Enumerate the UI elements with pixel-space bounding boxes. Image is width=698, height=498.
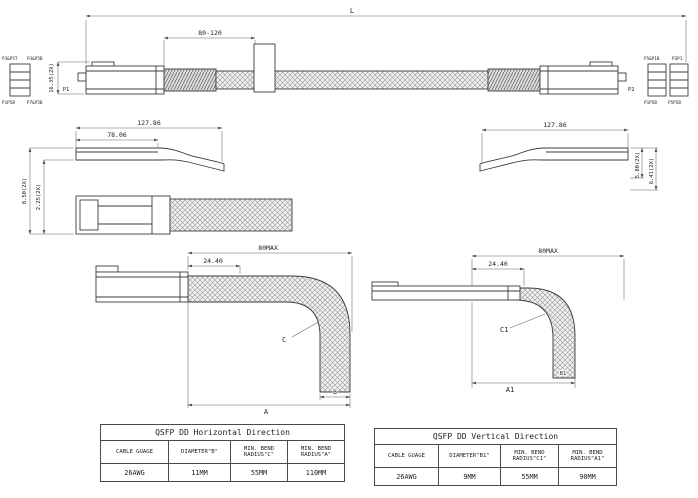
col-header-min-bend-c1: MIN. BEND RADIUS"C1" (500, 444, 559, 468)
spec-table-horizontal: QSFP DD Horizontal Direction CABLE GUAGE… (100, 424, 345, 482)
side-view-left: 127.86 78.06 8.50(2X) 2.25(2X) (22, 119, 225, 235)
dim-side-partial-label: 78.06 (107, 131, 127, 139)
left-connector (77, 61, 165, 95)
side-right-dimension-lines (481, 128, 658, 191)
cell-min-bend-c1: 55MM (500, 467, 559, 486)
dim-v1-label: 8.50(2X) (22, 178, 28, 205)
port-label: P3&P5B (27, 56, 43, 62)
port-label: P7&P5B (27, 100, 43, 106)
bend-view-horizontal: 80MAX 24.40 C B A (95, 244, 353, 417)
cell-cable-gauge: 26AWG (100, 463, 169, 482)
bent-cable-horizontal (187, 275, 351, 393)
left-end-view (9, 63, 31, 97)
side-view-right: 127.86 5.80(2X) 6.41(2X) (479, 121, 658, 191)
port-label: P1P5B (2, 100, 15, 106)
dim-b-label: B (333, 388, 337, 396)
col-header-diameter: DIAMETER"B" (168, 440, 231, 464)
cell-min-bend-a: 110MM (287, 463, 345, 482)
dim-80max-label: 80MAX (538, 247, 558, 255)
connector-p2-label: P2 (628, 87, 635, 93)
left-strain-relief (163, 68, 217, 92)
table-title-horizontal: QSFP DD Horizontal Direction (100, 424, 345, 441)
dim-range-label: 80-120 (198, 29, 222, 37)
radius-c1-label: C1 (500, 326, 508, 334)
dim-b1-label: B1 (560, 371, 567, 377)
dim-v1-label: 5.80(2X) (635, 152, 641, 179)
cable-label-band (253, 43, 276, 93)
col-header-min-bend-c: MIN. BEND RADIUS"C" (230, 440, 288, 464)
cell-min-bend-c: 55MM (230, 463, 288, 482)
bent-cable-vertical (514, 287, 576, 379)
dim-offset-label: 24.40 (203, 257, 223, 265)
col-header-cable-gauge: CABLE GUAGE (100, 440, 169, 464)
plan-cable-braid (169, 198, 293, 232)
dim-overall-length-label: L (350, 7, 354, 15)
dim-80max-label: 80MAX (258, 244, 278, 252)
right-end-view (647, 63, 689, 97)
radius-c-label: C (282, 336, 286, 344)
top-dimension-lines (56, 14, 687, 95)
cell-diameter: 11MM (168, 463, 231, 482)
port-label: P3&P5T (2, 56, 18, 62)
port-label: P5P5B (668, 100, 681, 106)
table-title-vertical: QSFP DD Vertical Direction (374, 428, 617, 445)
bend-h-connector (95, 265, 189, 303)
right-strain-relief (487, 68, 541, 92)
spec-table-vertical: QSFP DD Vertical Direction CABLE GUAGE D… (374, 428, 617, 486)
side-left-dimension-lines (28, 126, 223, 235)
dim-connector-height-label: 16.35(2X) (49, 63, 55, 93)
dim-side-total-label: 127.86 (137, 119, 161, 127)
dim-offset-label: 24.40 (488, 260, 508, 268)
col-header-cable-gauge: CABLE GUAGE (374, 444, 439, 468)
dim-v2-label: 6.41(2X) (649, 158, 655, 185)
side-profile-right (479, 147, 629, 172)
dim-v2-label: 2.25(2X) (36, 184, 42, 211)
col-header-diameter: DIAMETER"B1" (438, 444, 501, 468)
dim-a1-label: A1 (506, 386, 514, 394)
cell-cable-gauge: 26AWG (374, 467, 439, 486)
col-header-min-bend-a: MIN. BEND RADIUS"A" (287, 440, 345, 464)
connector-p1-label: P1 (63, 87, 70, 93)
bend-h-dimension-lines (187, 251, 353, 408)
bend-view-vertical: 80MAX 24.40 C1 B1 A1 (371, 247, 625, 395)
top-assembly-view: L 80-120 16.35(2X) P3&P5T P3&P5B P1P5B P… (2, 7, 689, 106)
dim-a-label: A (264, 408, 269, 416)
port-label: P1P5B (644, 100, 657, 106)
connector-plan-view (75, 195, 293, 235)
right-connector (539, 61, 627, 95)
bend-v-dimension-lines (471, 254, 625, 388)
drawing-canvas: L 80-120 16.35(2X) P3&P5T P3&P5B P1P5B P… (2, 7, 689, 417)
port-label: P3P1 (672, 56, 683, 62)
port-label: P5&P1B (644, 56, 660, 62)
side-profile-left (75, 147, 225, 172)
cell-diameter: 9MM (438, 467, 501, 486)
col-header-min-bend-a1: MIN. BEND RADIUS"A1" (558, 444, 617, 468)
bend-v-connector (371, 281, 521, 301)
cell-min-bend-a1: 90MM (558, 467, 617, 486)
dim-side-total-label: 127.86 (543, 121, 567, 129)
